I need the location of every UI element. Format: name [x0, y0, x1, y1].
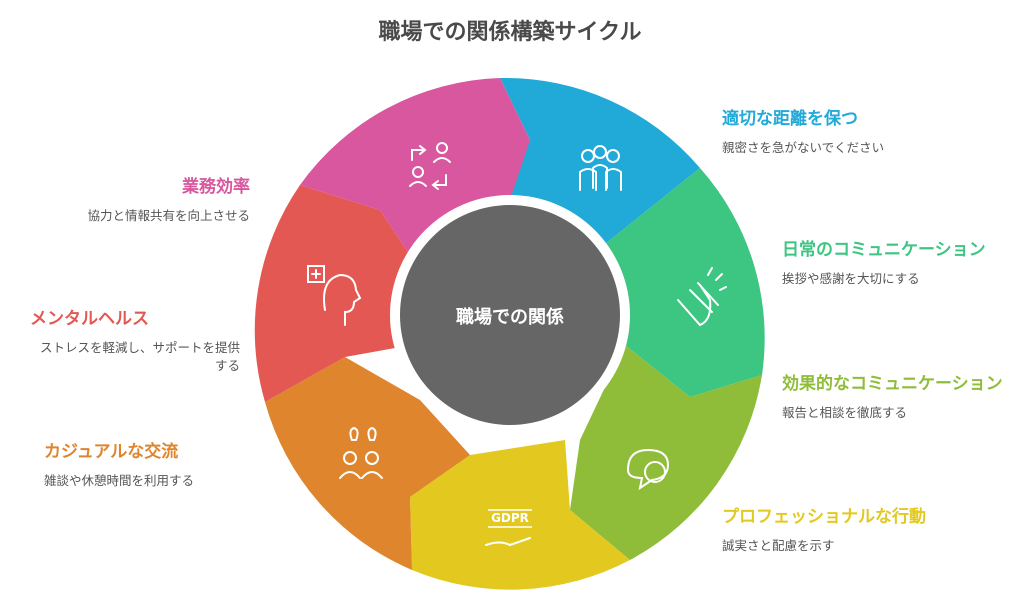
label-efficiency-desc: 協力と情報共有を向上させる [87, 208, 250, 223]
collaboration-exchange-icon [409, 142, 451, 190]
label-effective-communication-title: 効果的なコミュニケーション [782, 374, 1003, 394]
diagram-title: 職場での関係構築サイクル [378, 20, 642, 45]
label-casual-desc: 雑談や休憩時間を利用する [44, 473, 195, 488]
segment-mental-health [254, 185, 420, 402]
mental-health-icon [307, 265, 362, 326]
segment-daily-communication [600, 168, 765, 397]
label-distance: 適切な距離を保つ 親密さを急がないでください [722, 107, 982, 157]
gdpr-text: GDPR [491, 511, 529, 525]
center-label: 職場での関係 [456, 306, 564, 328]
label-efficiency: 業務効率 協力と情報共有を向上させる [40, 175, 250, 225]
label-efficiency-title: 業務効率 [182, 177, 250, 197]
segment-casual [265, 357, 470, 570]
chatting-people-icon [339, 426, 383, 479]
label-mental-health: メンタルヘルス ストレスを軽減し、サポートを提供する [30, 307, 240, 375]
label-daily-communication-desc: 挨拶や感謝を大切にする [782, 271, 920, 286]
speech-bubbles-icon [626, 448, 670, 491]
label-casual: カジュアルな交流 雑談や休憩時間を利用する [44, 440, 264, 490]
label-distance-desc: 親密さを急がないでください [722, 140, 885, 155]
clapping-hands-icon [677, 267, 727, 327]
label-effective-communication-desc: 報告と相談を徹底する [782, 405, 908, 420]
gdpr-hand-icon: GDPR [485, 509, 532, 547]
label-casual-title: カジュアルな交流 [44, 442, 179, 462]
label-mental-health-title: メンタルヘルス [30, 309, 149, 329]
label-mental-health-desc: ストレスを軽減し、サポートを提供する [39, 340, 240, 373]
label-professional-title: プロフェッショナルな行動 [722, 507, 926, 527]
center-circle [400, 205, 620, 425]
label-daily-communication-title: 日常のコミュニケーション [782, 240, 986, 260]
people-group-icon [579, 145, 622, 191]
segment-professional [410, 440, 630, 590]
label-effective-communication: 効果的なコミュニケーション 報告と相談を徹底する [782, 372, 1007, 422]
label-distance-title: 適切な距離を保つ [722, 109, 858, 129]
label-daily-communication: 日常のコミュニケーション 挨拶や感謝を大切にする [782, 238, 1007, 288]
label-professional: プロフェッショナルな行動 誠実さと配慮を示す [722, 505, 992, 555]
segment-effective-communication [570, 345, 762, 560]
label-professional-desc: 誠実さと配慮を示す [722, 538, 835, 553]
